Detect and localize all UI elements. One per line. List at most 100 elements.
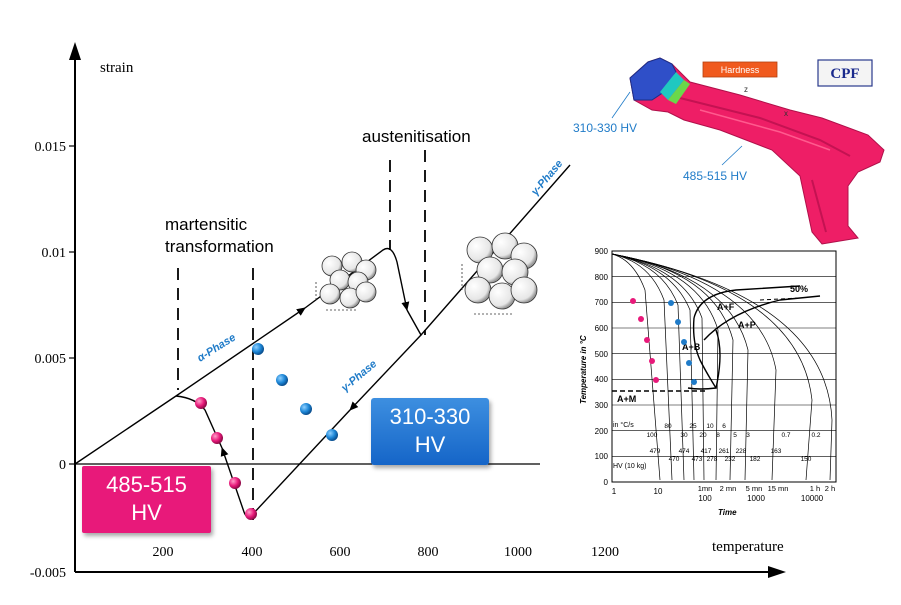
cct-y-tick: 200 [595, 427, 609, 436]
cct-y-tick: 400 [595, 375, 609, 384]
hv-box-line: HV [414, 432, 446, 457]
y-tick: -0.005 [30, 566, 66, 581]
cct-phase-label: 50% [790, 284, 808, 294]
pink-point [211, 432, 223, 444]
cct-time-mark: 5 mn [746, 484, 763, 493]
cct-hv-value: 163 [771, 448, 782, 455]
cct-hv-value: 228 [736, 448, 747, 455]
cct-hv-value: 474 [679, 448, 690, 455]
cct-x-tick: 10 [654, 487, 663, 496]
y-tick: 0.005 [35, 352, 67, 367]
martensitic-label: martensitic [165, 215, 248, 234]
x-tick-labels: 200 400 600 800 1000 1200 [153, 545, 620, 560]
cct-y-axis-label: Temperature in °C [579, 335, 588, 404]
transformation-dashes [177, 150, 426, 520]
y-tick: 0 [59, 458, 66, 473]
cct-pink-point [649, 358, 655, 364]
cct-phase-label: A+B [682, 342, 701, 352]
blue-point [326, 429, 338, 441]
cct-y-tick: 500 [595, 350, 609, 359]
y-axis-label: strain [100, 60, 134, 76]
cct-rate-value: 0.7 [781, 432, 790, 439]
hv-box-485-515: 485-515 HV [82, 466, 211, 533]
cct-pink-point [638, 316, 644, 322]
b-pillar-part-render: z x [629, 57, 885, 245]
x-tick: 600 [330, 545, 351, 560]
hardness-tag [702, 61, 778, 78]
cct-y-tick: 300 [595, 401, 609, 410]
pink-point [245, 508, 257, 520]
cct-rate-value: 8 [716, 432, 720, 439]
cct-rate-value: 20 [699, 432, 707, 439]
cct-y-tick: 0 [604, 478, 609, 487]
hardness-tag-label: Hardness [721, 65, 760, 75]
cct-rate-value: 5 [733, 432, 737, 439]
cct-time-mark: 1 h [810, 484, 820, 493]
cct-blue-point [681, 339, 687, 345]
cct-y-tick: 900 [595, 247, 609, 256]
cct-x-tick: 10000 [801, 494, 824, 503]
x-axis-label: temperature [712, 539, 784, 555]
cct-y-tick: 700 [595, 298, 609, 307]
cct-blue-point [668, 300, 674, 306]
cct-blue-point [686, 360, 692, 366]
x-tick: 200 [153, 545, 174, 560]
cct-hv-label: HV (10 kg) [613, 463, 646, 470]
bcc-lattice-icon [315, 251, 377, 311]
cct-hv-value: 479 [650, 448, 661, 455]
x-tick: 1000 [504, 545, 532, 560]
gamma-phase-label-lower: γ-Phase [339, 358, 379, 394]
cct-rate-value: 10 [706, 423, 714, 430]
cct-pink-point [644, 337, 650, 343]
hv-box-line: HV [131, 500, 162, 525]
cct-hv-value: 232 [725, 456, 736, 463]
blue-point [300, 403, 312, 415]
pink-point [195, 397, 207, 409]
cct-hv-value: 473 [692, 456, 703, 463]
cct-hv-value: 417 [701, 448, 712, 455]
transformation-label: transformation [165, 237, 274, 256]
cct-rate-label: in °C/s [613, 421, 634, 429]
axis-mark-x: x [784, 109, 788, 118]
cct-hv-value: 470 [669, 456, 680, 463]
cct-rate-value: 30 [680, 432, 688, 439]
cct-x-tick: 1 [612, 487, 617, 496]
blue-point [252, 343, 264, 355]
cct-blue-point [675, 319, 681, 325]
x-tick: 400 [242, 545, 263, 560]
cct-rate-value: 25 [689, 423, 697, 430]
part-label-high: 485-515 HV [683, 169, 747, 183]
x-tick: 1200 [591, 545, 619, 560]
cct-rate-value: 100 [647, 432, 658, 439]
part-label-low: 310-330 HV [573, 121, 637, 135]
cct-phase-label: A+P [738, 320, 756, 330]
cct-pink-point [653, 377, 659, 383]
hv-box-line: 310-330 [389, 404, 471, 429]
cct-rate-value: 80 [664, 423, 672, 430]
cpf-logo: CPF [830, 66, 859, 82]
alpha-phase-label: α-Phase [195, 332, 238, 365]
cct-rate-value: 3 [746, 432, 750, 439]
x-tick: 800 [418, 545, 439, 560]
cct-hv-value: 261 [719, 448, 730, 455]
cct-pink-point [630, 298, 636, 304]
axis-mark-z: z [744, 85, 748, 94]
cct-y-tick: 600 [595, 324, 609, 333]
y-tick-labels: 0.015 0.01 0.005 0 -0.005 [30, 140, 66, 581]
y-tick: 0.015 [35, 140, 67, 155]
cct-hv-value: 182 [750, 456, 761, 463]
cct-diagram: 900 800 700 600 500 400 300 200 100 0 Te… [579, 247, 837, 517]
blue-hardness-points [252, 343, 338, 441]
pink-hardness-points [195, 397, 257, 520]
fcc-lattice-icon [461, 232, 538, 315]
cct-hv-value: 278 [707, 456, 718, 463]
cct-phase-label: A+F [717, 302, 735, 312]
cpf-logo-box [817, 59, 873, 87]
cct-x-tick: 1000 [747, 494, 765, 503]
cct-y-tick: 100 [595, 452, 609, 461]
cct-rate-value: 6 [722, 423, 726, 430]
austenitisation-label: austenitisation [362, 127, 471, 146]
y-tick: 0.01 [42, 246, 67, 261]
